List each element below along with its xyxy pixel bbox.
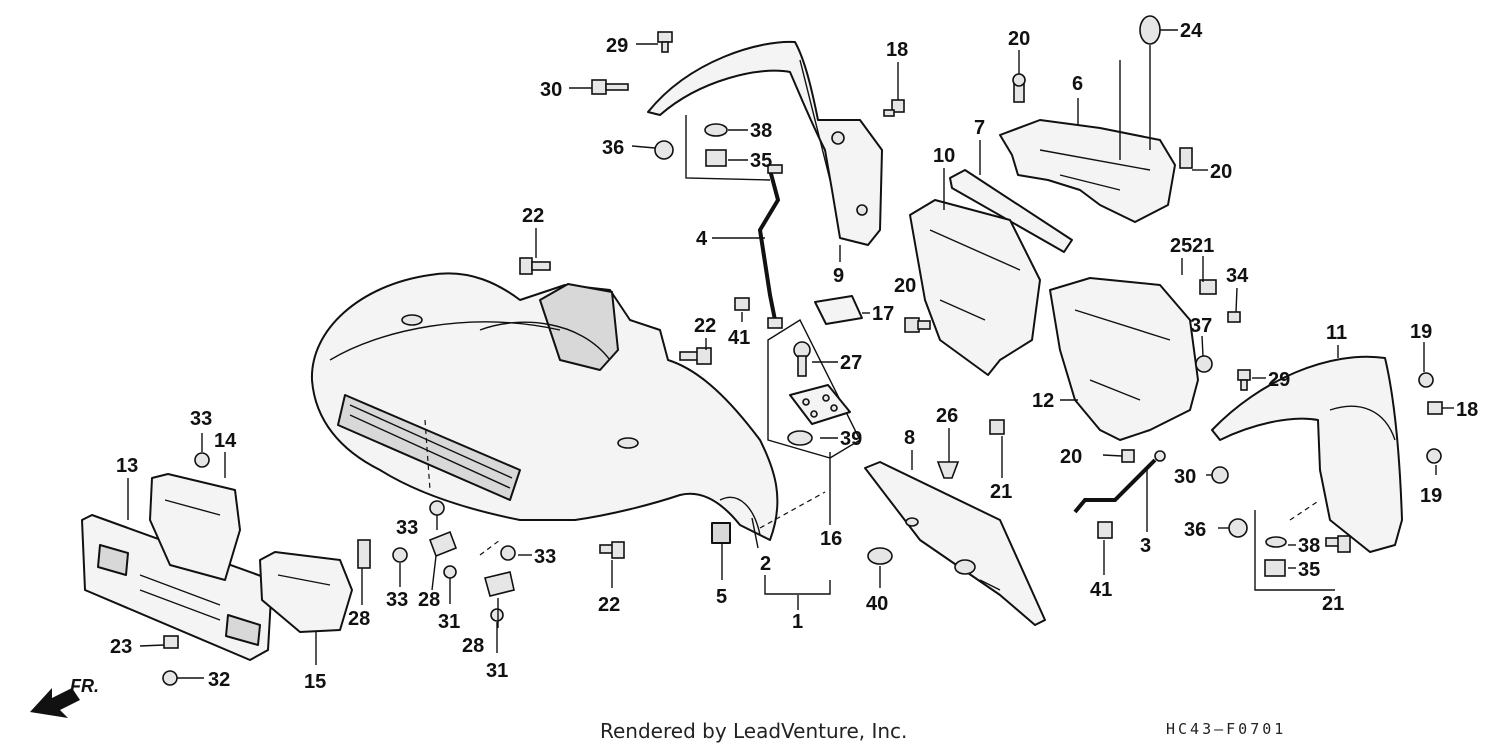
callout-41: 41 xyxy=(728,327,750,349)
footer-credit: Rendered by LeadVenture, Inc. xyxy=(600,719,907,743)
part-16-group xyxy=(767,295,863,459)
callout-labels: 29 30 36 38 35 18 4 9 22 22 22 41 17 27 … xyxy=(110,20,1478,693)
callout-27: 27 xyxy=(840,352,862,374)
callout-4: 4 xyxy=(696,228,708,250)
callout-16: 16 xyxy=(820,528,842,550)
direction-label: FR. xyxy=(70,676,99,696)
front-direction-arrow: FR. xyxy=(30,676,99,718)
arrow-icon xyxy=(30,688,80,718)
callout-12: 12 xyxy=(1032,390,1054,412)
callout-31: 31 xyxy=(438,611,460,633)
callout-35: 35 xyxy=(750,150,772,172)
callout-33: 33 xyxy=(396,517,418,539)
callout-18: 18 xyxy=(886,39,908,61)
callout-20: 20 xyxy=(894,275,916,297)
callout-33: 33 xyxy=(386,589,408,611)
callout-7: 7 xyxy=(974,117,985,139)
callout-21: 21 xyxy=(990,481,1012,503)
callout-22: 22 xyxy=(598,594,620,616)
callout-8: 8 xyxy=(904,427,915,449)
part-3-stay xyxy=(1073,450,1166,514)
callout-28: 28 xyxy=(418,589,440,611)
callout-5: 5 xyxy=(716,586,727,608)
callout-30: 30 xyxy=(540,79,562,101)
callout-22: 22 xyxy=(694,315,716,337)
callout-17: 17 xyxy=(872,303,894,325)
callout-2: 2 xyxy=(760,553,771,575)
callout-19: 19 xyxy=(1420,485,1442,507)
callout-18: 18 xyxy=(1456,399,1478,421)
part-13-grille xyxy=(81,514,273,661)
callout-29: 29 xyxy=(1268,369,1290,391)
callout-38: 38 xyxy=(750,120,772,142)
callout-1: 1 xyxy=(792,611,803,633)
callout-20: 20 xyxy=(1210,161,1232,183)
callout-10: 10 xyxy=(933,145,955,167)
part-1-front-fender xyxy=(310,272,779,541)
leader-lines xyxy=(127,29,1454,679)
callout-6: 6 xyxy=(1072,73,1083,95)
callout-24: 24 xyxy=(1180,20,1203,42)
callout-38: 38 xyxy=(1298,535,1320,557)
callout-25: 25 xyxy=(1170,235,1192,257)
callout-30: 30 xyxy=(1174,466,1196,488)
callout-31: 31 xyxy=(486,660,508,682)
part-11-side-fender xyxy=(1211,355,1403,553)
part-6-plate xyxy=(999,119,1176,223)
callout-39: 39 xyxy=(840,428,862,450)
callout-21: 21 xyxy=(1322,593,1344,615)
callout-37: 37 xyxy=(1190,315,1212,337)
part-15-housing xyxy=(259,551,353,633)
callout-35: 35 xyxy=(1298,559,1320,581)
callout-23: 23 xyxy=(110,636,132,658)
callout-29: 29 xyxy=(606,35,628,57)
hardware-group xyxy=(162,15,1443,686)
callout-14: 14 xyxy=(214,430,237,452)
part-8-plate xyxy=(864,461,1046,626)
part-5-clip xyxy=(711,522,731,544)
part-4-stay xyxy=(757,164,783,329)
callout-33: 33 xyxy=(190,408,212,430)
callout-33: 33 xyxy=(534,546,556,568)
part-2-bracket xyxy=(751,517,759,549)
figure-code: HC43–F0701 xyxy=(1166,720,1286,738)
callout-36: 36 xyxy=(602,137,624,159)
callout-13: 13 xyxy=(116,455,138,477)
callout-28: 28 xyxy=(348,608,370,630)
part-10-inner-panel xyxy=(909,199,1041,376)
callout-19: 19 xyxy=(1410,321,1432,343)
callout-36: 36 xyxy=(1184,519,1206,541)
callout-22: 22 xyxy=(522,205,544,227)
callout-41: 41 xyxy=(1090,579,1112,601)
callout-11: 11 xyxy=(1326,322,1347,344)
callout-26: 26 xyxy=(936,405,958,427)
callout-15: 15 xyxy=(304,671,326,693)
callout-20: 20 xyxy=(1008,28,1030,50)
callout-34: 34 xyxy=(1226,265,1249,287)
callout-32: 32 xyxy=(208,669,230,691)
callout-28: 28 xyxy=(462,635,484,657)
callout-40: 40 xyxy=(866,593,888,615)
callout-3: 3 xyxy=(1140,535,1151,557)
part-7-strip xyxy=(949,169,1073,253)
part-12-inner-panel xyxy=(1049,277,1199,441)
callout-20: 20 xyxy=(1060,446,1082,468)
callout-21: 21 xyxy=(1192,235,1214,257)
callout-9: 9 xyxy=(833,265,844,287)
part-14-housing xyxy=(149,473,241,581)
part-9-front-bracket xyxy=(647,40,883,246)
